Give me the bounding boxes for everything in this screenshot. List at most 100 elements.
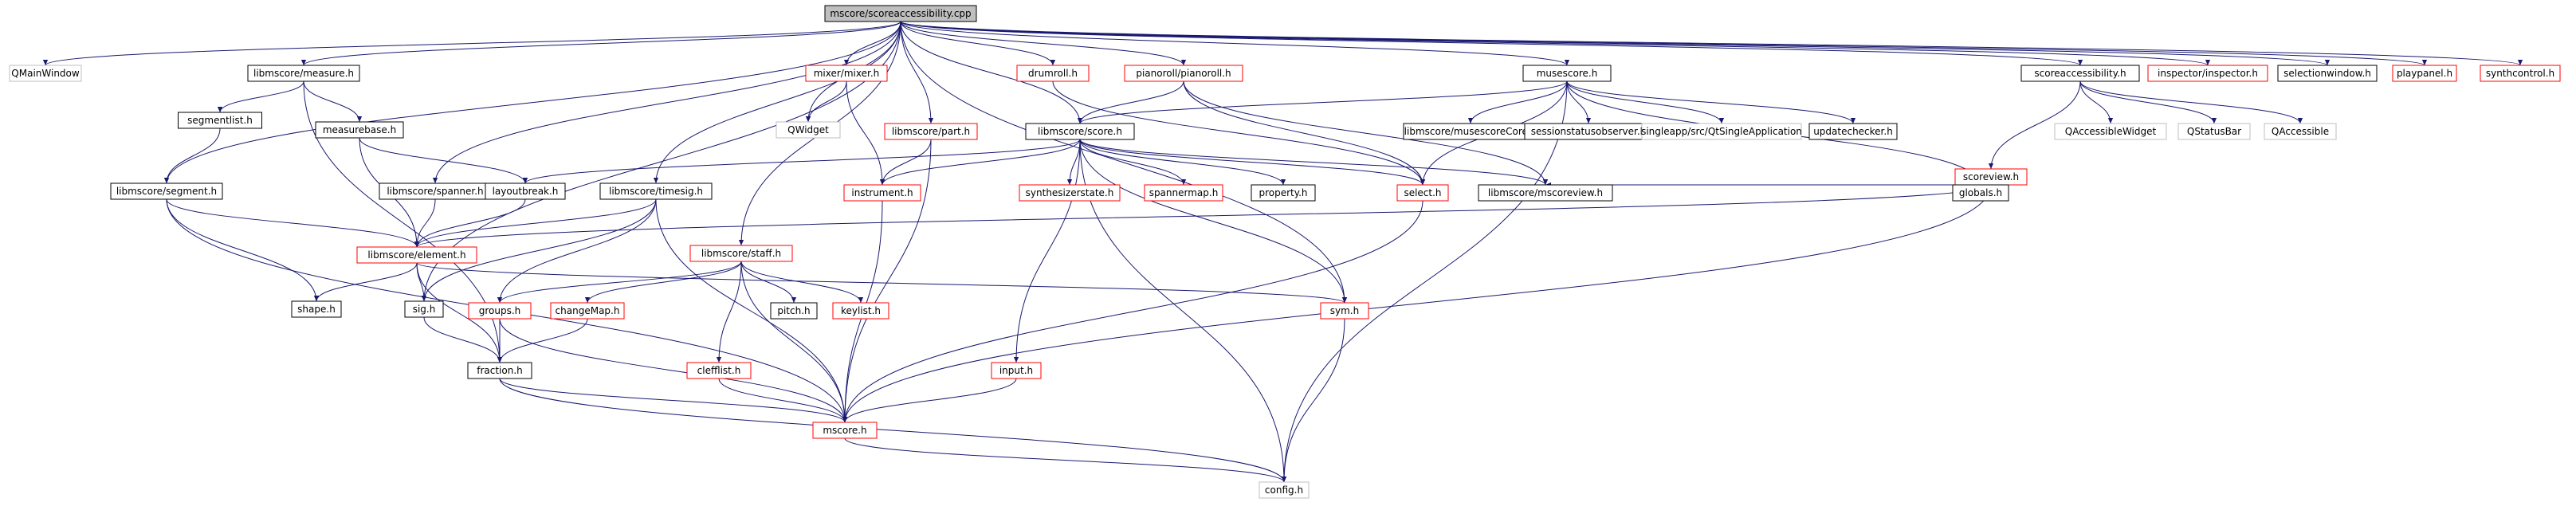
node-sessionstatusobserver[interactable]: sessionstatusobserver.h: [1524, 123, 1653, 140]
node-spannermap[interactable]: spannermap.h: [1144, 184, 1223, 202]
node-label: fraction.h: [477, 365, 523, 376]
edge-pianoroll-to-score: [1077, 80, 1184, 124]
node-pianoroll[interactable]: pianoroll/pianoroll.h: [1124, 65, 1243, 82]
node-box: [468, 302, 532, 320]
node-sym[interactable]: sym.h: [1320, 302, 1369, 320]
node-clefflist[interactable]: clefflist.h: [686, 362, 752, 379]
edge-scoreaccessibility-to-qaccessiblewidget: [2079, 80, 2114, 124]
node-label: inspector/inspector.h: [2158, 68, 2258, 79]
node-input[interactable]: input.h: [991, 362, 1042, 379]
node-qaccessible[interactable]: QAccessible: [2264, 123, 2337, 140]
node-label: config.h: [1265, 484, 1303, 496]
node-box: [291, 300, 342, 318]
node-segmentlist[interactable]: segmentlist.h: [178, 112, 262, 129]
node-mscoreview[interactable]: libmscore/mscoreview.h: [1478, 184, 1613, 202]
node-box: [832, 302, 889, 320]
edge-scoreaccessibility-to-scoreview: [1988, 80, 2081, 170]
node-label: QAccessibleWidget: [2065, 126, 2157, 137]
node-label: synthcontrol.h: [2486, 68, 2554, 79]
node-config[interactable]: config.h: [1259, 481, 1310, 499]
node-element[interactable]: libmscore/element.h: [356, 246, 477, 264]
node-keylist[interactable]: keylist.h: [832, 302, 889, 320]
edge-staff-to-clefflist: [716, 261, 742, 363]
node-score[interactable]: libmscore/score.h: [1025, 123, 1135, 140]
node-root[interactable]: mscore/scoreaccessibility.cpp: [824, 5, 977, 22]
node-spanner[interactable]: libmscore/spanner.h: [379, 182, 492, 200]
node-scoreview[interactable]: scoreview.h: [1954, 168, 2028, 186]
node-groups[interactable]: groups.h: [468, 302, 532, 320]
node-shape[interactable]: shape.h: [291, 300, 342, 318]
node-qstatusbar[interactable]: QStatusBar: [2177, 123, 2251, 140]
node-property[interactable]: property.h: [1251, 184, 1316, 202]
node-qaccessiblewidget[interactable]: QAccessibleWidget: [2054, 123, 2167, 140]
edge-part-to-instrument: [879, 139, 932, 186]
node-box: [1019, 184, 1121, 202]
node-box: [1641, 123, 1802, 140]
node-pitch[interactable]: pitch.h: [770, 302, 818, 320]
node-synthesizerstate[interactable]: synthesizerstate.h: [1019, 184, 1121, 202]
node-musescorecore[interactable]: libmscore/musescoreCore.h: [1403, 123, 1538, 140]
node-label: synthesizerstate.h: [1026, 187, 1114, 198]
node-select[interactable]: select.h: [1396, 184, 1449, 202]
edge-scoreview-to-mscore: [842, 184, 1992, 423]
edge-score-to-layoutbreak: [522, 139, 1081, 184]
edge-score-to-sym: [1079, 139, 1348, 304]
node-label: keylist.h: [841, 305, 881, 316]
node-layoutbreak[interactable]: layoutbreak.h: [485, 182, 566, 200]
node-sig[interactable]: sig.h: [404, 300, 444, 318]
node-mixer[interactable]: mixer/mixer.h: [805, 65, 888, 82]
edge-root-to-synthcontrol: [900, 21, 2523, 66]
node-staff[interactable]: libmscore/staff.h: [689, 245, 793, 262]
node-mscore[interactable]: mscore.h: [812, 422, 878, 439]
node-box: [1025, 123, 1135, 140]
edge-root-to-segment: [163, 21, 901, 184]
node-label: scoreview.h: [1963, 171, 2019, 182]
node-box: [550, 302, 625, 320]
node-label: QStatusBar: [2187, 126, 2241, 137]
node-box: [776, 121, 841, 139]
node-box: [2480, 65, 2561, 82]
node-drumroll[interactable]: drumroll.h: [1016, 65, 1090, 82]
node-label: libmscore/part.h: [892, 126, 970, 137]
node-changemap[interactable]: changeMap.h: [550, 302, 625, 320]
node-playpanel[interactable]: playpanel.h: [2392, 65, 2457, 82]
edge-pianoroll-to-mscoreview: [1183, 80, 1549, 186]
node-label: libmscore/score.h: [1038, 126, 1122, 137]
node-qtsingle[interactable]: singleapp/src/QtSingleApplication: [1641, 123, 1802, 140]
node-measure[interactable]: libmscore/measure.h: [247, 65, 360, 82]
edge-timesig-to-sig: [421, 198, 657, 302]
node-segment[interactable]: libmscore/segment.h: [110, 182, 223, 200]
node-box: [315, 121, 404, 139]
edge-fraction-to-mscore: [499, 378, 848, 423]
edge-changemap-to-fraction: [497, 318, 588, 363]
nodes-layer: mscore/scoreaccessibility.cppQMainWindow…: [9, 5, 2561, 499]
node-part[interactable]: libmscore/part.h: [884, 123, 978, 140]
node-label: QWidget: [787, 124, 829, 135]
node-label: sessionstatusobserver.h: [1531, 126, 1647, 137]
node-measurebase[interactable]: measurebase.h: [315, 121, 404, 139]
edge-element-to-sym: [416, 262, 1347, 304]
node-label: globals.h: [1959, 187, 2002, 198]
node-instrument[interactable]: instrument.h: [843, 184, 921, 202]
node-timesig[interactable]: libmscore/timesig.h: [599, 182, 713, 200]
node-box: [2054, 123, 2167, 140]
edge-root-to-inspector: [900, 21, 2210, 66]
node-selectionwindow[interactable]: selectionwindow.h: [2277, 65, 2378, 82]
node-inspector[interactable]: inspector/inspector.h: [2147, 65, 2268, 82]
node-musescore[interactable]: musescore.h: [1522, 65, 1612, 82]
node-qwidget[interactable]: QWidget: [776, 121, 841, 139]
edge-element-to-fraction: [416, 262, 503, 363]
node-fraction[interactable]: fraction.h: [467, 362, 532, 379]
node-scoreaccessibility[interactable]: scoreaccessibility.h: [2020, 65, 2140, 82]
node-globals[interactable]: globals.h: [1952, 184, 2009, 202]
node-box: [1808, 123, 1898, 140]
node-qmainwindow[interactable]: QMainWindow: [9, 65, 82, 82]
node-label: libmscore/timesig.h: [609, 186, 703, 197]
node-updatechecker[interactable]: updatechecker.h: [1808, 123, 1898, 140]
edge-musescore-to-musescorecore: [1467, 80, 1568, 124]
node-label: mixer/mixer.h: [814, 68, 880, 79]
node-synthcontrol[interactable]: synthcontrol.h: [2480, 65, 2561, 82]
node-box: [805, 65, 888, 82]
edge-timesig-to-element: [414, 198, 657, 248]
edge-score-to-select: [1079, 139, 1426, 186]
